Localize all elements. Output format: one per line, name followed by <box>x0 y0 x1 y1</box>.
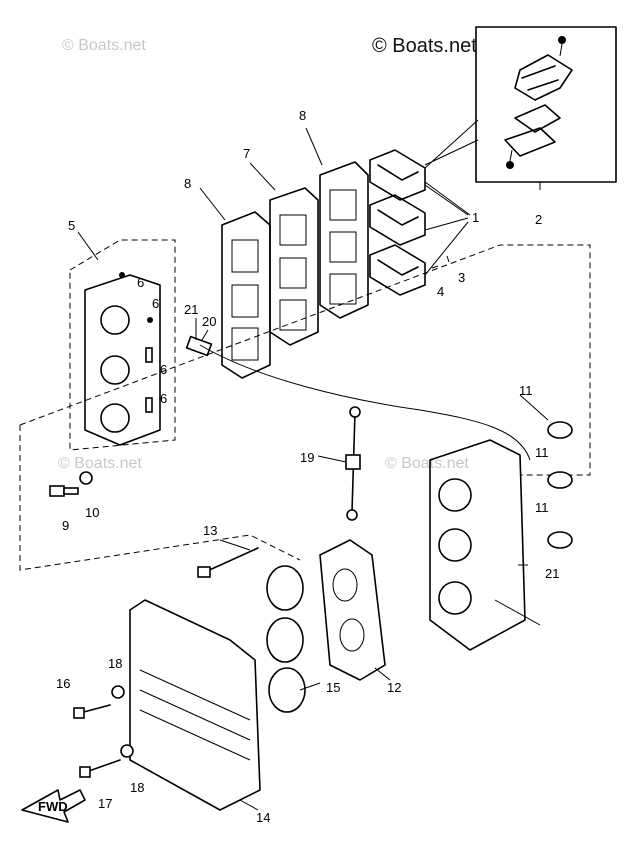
screw-16 <box>73 704 111 719</box>
watermark-faint-top-left: © Boats.net <box>62 37 146 54</box>
callout-16: 16 <box>56 676 70 691</box>
callout-6c: 6 <box>160 362 167 377</box>
callout-6a: 6 <box>137 275 144 290</box>
intake-plate-assembly <box>69 239 176 451</box>
watermark-faint-left: © Boats.net <box>58 455 142 472</box>
callout-2: 2 <box>535 212 542 227</box>
callout-14: 14 <box>256 810 270 825</box>
inset-reed-assembly <box>475 26 617 183</box>
callout-9: 9 <box>62 518 69 533</box>
callout-3: 3 <box>458 270 465 285</box>
callout-11b: 11 <box>535 445 549 460</box>
watermark-faint-right: © Boats.net <box>385 455 469 472</box>
callout-6d: 6 <box>160 391 167 406</box>
callout-10: 10 <box>85 505 99 520</box>
seals-15 <box>266 565 306 713</box>
intake-silencer-body <box>429 421 573 651</box>
callout-12: 12 <box>387 680 401 695</box>
watermark-main: © Boats.net <box>372 35 477 57</box>
silencer-cover-14 <box>129 599 261 811</box>
callout-21a: 21 <box>184 302 198 317</box>
callout-15: 15 <box>326 680 340 695</box>
bolt-9 <box>49 485 79 497</box>
bolt-13 <box>197 547 259 578</box>
gasket-front-8 <box>221 211 271 379</box>
reed-valve-blocks <box>369 119 479 296</box>
callout-18a: 18 <box>108 656 122 671</box>
washer-18-top <box>111 685 125 699</box>
callout-5: 5 <box>68 218 75 233</box>
washer-18-bottom <box>120 744 134 758</box>
callout-21b: 21 <box>545 566 559 581</box>
screw-17 <box>79 759 121 778</box>
callout-18b: 18 <box>130 780 144 795</box>
callout-11a: 11 <box>519 383 533 398</box>
callout-1: 1 <box>472 210 479 225</box>
callout-13: 13 <box>203 523 217 538</box>
callout-8b: 8 <box>299 108 306 123</box>
callout-20: 20 <box>202 314 216 329</box>
callout-19: 19 <box>300 450 314 465</box>
callout-4: 4 <box>437 284 444 299</box>
forward-arrow: FWD <box>21 789 86 823</box>
callout-11c: 11 <box>535 500 549 515</box>
callout-6b: 6 <box>152 296 159 311</box>
linkage-path <box>199 344 531 461</box>
dowel-pin <box>185 335 213 357</box>
link-rod-19 <box>345 406 361 521</box>
gasket-12 <box>319 539 386 681</box>
callout-17: 17 <box>98 796 112 811</box>
gasket-middle-7 <box>269 187 319 346</box>
washer-10 <box>79 471 93 485</box>
leader-lines <box>77 127 549 811</box>
callout-7: 7 <box>243 146 250 161</box>
gasket-rear-8 <box>319 161 369 319</box>
forward-arrow-label: FWD <box>38 799 68 814</box>
callout-8a: 8 <box>184 176 191 191</box>
